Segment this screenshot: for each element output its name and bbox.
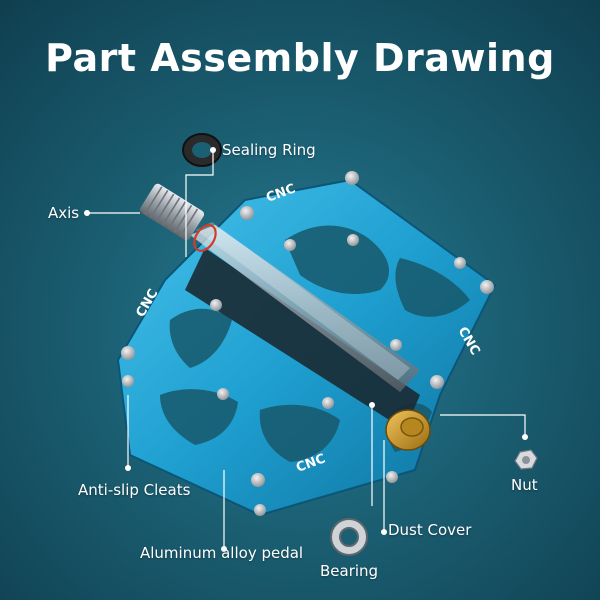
label-bearing: Bearing xyxy=(320,562,379,580)
callouts xyxy=(84,147,528,552)
label-dust-cover: Dust Cover xyxy=(388,521,472,539)
page-title: Part Assembly Drawing xyxy=(45,36,555,80)
label-axis: Axis xyxy=(48,204,80,222)
label-sealing-ring: Sealing Ring xyxy=(222,141,316,159)
bearing-part xyxy=(330,518,368,556)
label-aluminum-alloy-pedal: Aluminum alloy pedal xyxy=(140,544,304,562)
sealing-ring-part xyxy=(182,133,222,167)
label-nut: Nut xyxy=(511,476,538,494)
threaded-axis xyxy=(139,183,217,252)
anti-slip-cleats xyxy=(121,171,494,516)
axle xyxy=(190,222,420,392)
label-anti-slip-cleats: Anti-slip Cleats xyxy=(78,481,191,499)
nut-part xyxy=(514,449,538,470)
dust-cover-part xyxy=(385,409,431,451)
